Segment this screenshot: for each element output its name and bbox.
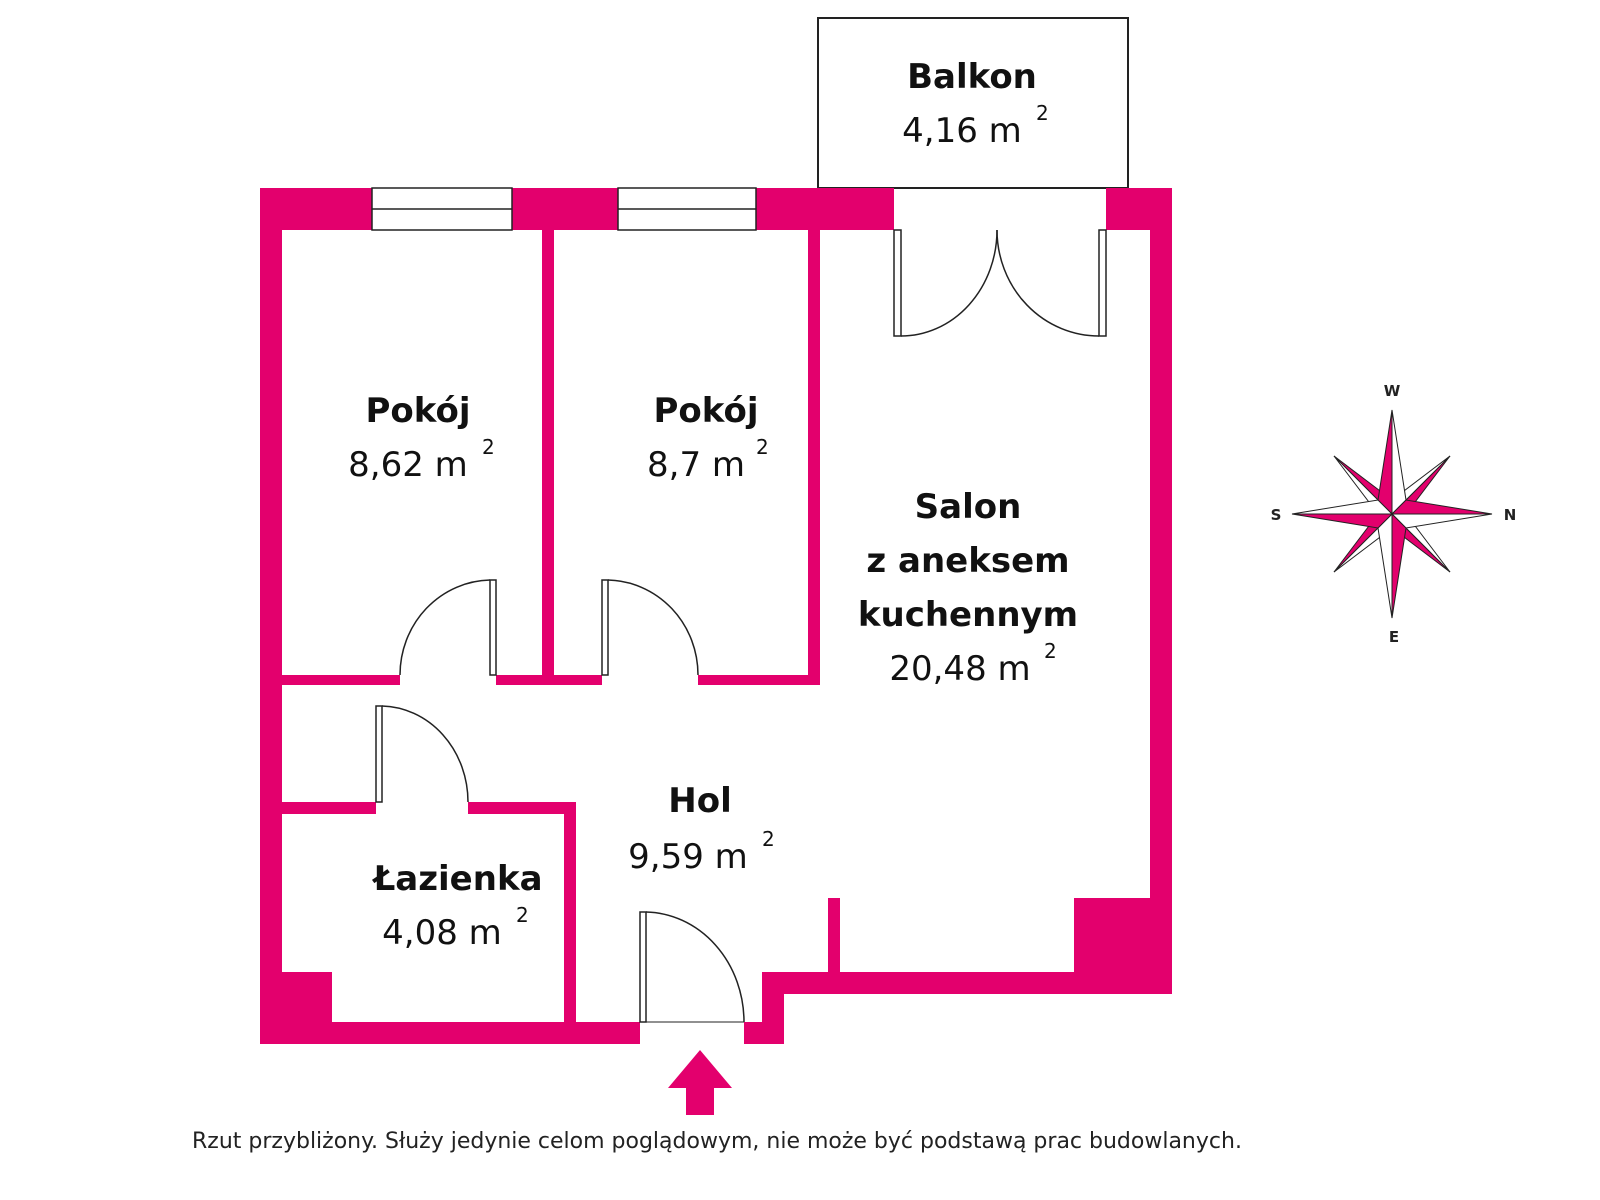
interior-walls (282, 230, 840, 1022)
label-balkon: Balkon 4,16 m 2 (902, 57, 1049, 151)
door-pokoj-2 (601, 579, 699, 676)
room-area-pokoj-1: 8,62 m (348, 445, 468, 485)
entrance-arrow-icon (668, 1050, 732, 1115)
label-pokoj-2: Pokój 8,7 m 2 (647, 391, 769, 485)
compass-rose-icon: W E S N (1271, 382, 1517, 646)
room-area-hol: 9,59 m (628, 837, 748, 877)
disclaimer-text: Rzut przybliżony. Służy jedynie celom po… (192, 1129, 1242, 1154)
room-area-unit-pokoj-1: 2 (482, 435, 495, 459)
room-name-salon-line-3: kuchennym (858, 595, 1078, 635)
outer-walls (260, 188, 1172, 1044)
compass-label-top: W (1384, 382, 1401, 400)
room-name-pokoj-1: Pokój (366, 391, 471, 431)
doors (375, 229, 1107, 1023)
room-name-balkon: Balkon (907, 57, 1037, 97)
room-area-unit-salon: 2 (1044, 639, 1057, 663)
label-salon: Salon z aneksem kuchennym 20,48 m 2 (858, 487, 1078, 689)
room-name-lazienka: Łazienka (371, 859, 542, 899)
room-area-unit-pokoj-2: 2 (756, 435, 769, 459)
room-area-lazienka: 4,08 m (382, 913, 502, 953)
room-area-unit-balkon: 2 (1036, 101, 1049, 125)
room-name-salon-line-2: z aneksem (866, 541, 1069, 581)
label-pokoj-1: Pokój 8,62 m 2 (348, 391, 495, 485)
windows (371, 187, 757, 231)
room-name-salon-line-1: Salon (915, 487, 1022, 527)
compass-label-bottom: E (1389, 628, 1399, 646)
label-lazienka: Łazienka 4,08 m 2 (371, 859, 542, 953)
room-name-pokoj-2: Pokój (654, 391, 759, 431)
door-pokoj-1 (399, 579, 497, 676)
room-area-salon: 20,48 m (889, 649, 1030, 689)
door-lazienka (375, 705, 469, 803)
room-name-hol: Hol (668, 781, 731, 821)
room-area-pokoj-2: 8,7 m (647, 445, 745, 485)
compass-label-left: S (1271, 506, 1282, 524)
compass-label-right: N (1504, 506, 1517, 524)
balcony-outline (817, 17, 1129, 189)
room-area-unit-lazienka: 2 (516, 903, 529, 927)
door-entrance (639, 911, 745, 1023)
balcony-door (893, 229, 1107, 337)
room-area-balkon: 4,16 m (902, 111, 1022, 151)
label-hol: Hol 9,59 m 2 (628, 781, 775, 877)
room-area-unit-hol: 2 (762, 827, 775, 851)
